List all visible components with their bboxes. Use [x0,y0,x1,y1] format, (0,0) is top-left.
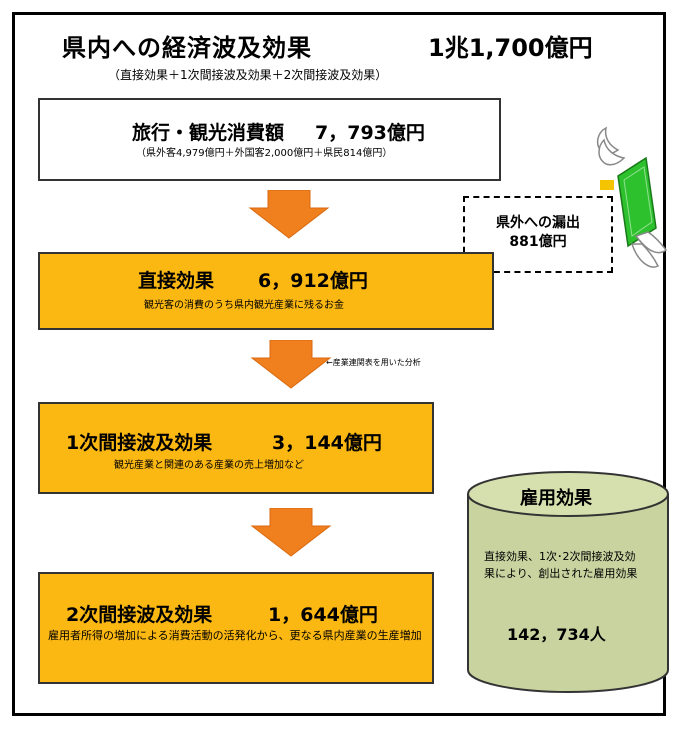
indirect2-effect-desc: 雇用者所得の増加による消費活動の活発化から、更なる県内産業の生産増加 [48,629,422,642]
consumption-breakdown: （県外客4,979億円＋外国客2,000億円＋県民814億円） [136,148,393,159]
diagram-subtitle: （直接効果＋1次間接波及効果＋2次間接波及効果） [108,68,388,82]
indirect2-effect-value: 1，644億円 [268,604,378,626]
indirect2-effect-label: 2次間接波及効果 [66,604,213,626]
diagram-title: 県内への経済波及効果 [62,34,312,62]
direct-effect-desc: 観光客の消費のうち県内観光産業に残るお金 [144,300,344,311]
direct-effect-label: 直接効果 [138,270,215,292]
consumption-label: 旅行・観光消費額 [132,122,285,144]
down-arrow-icon [250,340,332,389]
consumption-value: 7，793億円 [315,122,425,144]
leak-label: 県外への漏出 [496,215,580,231]
employment-cylinder [467,471,669,693]
indirect2-effect-box: 2次間接波及効果 1，644億円 雇用者所得の増加による消費活動の活発化から、更… [38,572,434,684]
down-arrow-icon [250,508,332,557]
leak-value: 881億円 [509,234,567,250]
indirect1-effect-label: 1次間接波及効果 [66,432,213,454]
consumption-box: 旅行・観光消費額 7，793億円 （県外客4,979億円＋外国客2,000億円＋… [38,98,501,181]
employment-title: 雇用効果 [520,488,592,509]
direct-effect-box: 直接効果 6，912億円 観光客の消費のうち県内観光産業に残るお金 [38,252,494,330]
total-value: 1兆1,700億円 [428,34,593,62]
flying-money-icon [596,126,668,268]
analysis-note: ←産業連関表を用いた分析 [326,358,421,367]
direct-effect-value: 6，912億円 [258,270,368,292]
indirect1-effect-value: 3，144億円 [272,432,382,454]
employment-desc: 直接効果、1次･2次間接波及効果により、創出された雇用効果 [484,550,638,580]
down-arrow-icon [248,190,330,239]
employment-value: 142，734人 [507,625,606,644]
indirect1-effect-desc: 観光産業と関連のある産業の売上増加など [114,460,304,471]
indirect1-effect-box: 1次間接波及効果 3，144億円 観光産業と関連のある産業の売上増加など [38,402,434,494]
